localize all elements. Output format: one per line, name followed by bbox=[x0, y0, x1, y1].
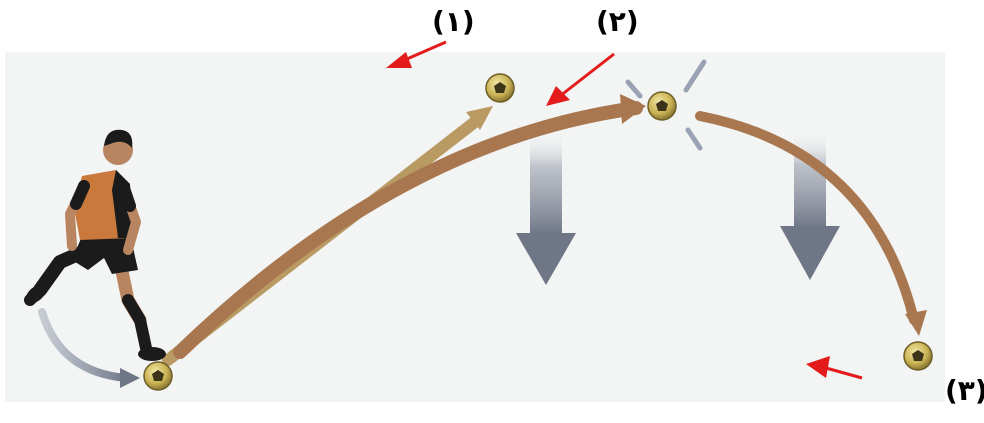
ball-2-icon bbox=[648, 92, 676, 120]
label-3: (٣) bbox=[945, 377, 984, 405]
label-2: (٢) bbox=[596, 8, 639, 36]
ball-1-icon bbox=[486, 74, 514, 102]
ball-start-icon bbox=[144, 362, 172, 390]
label-1: (١) bbox=[432, 8, 475, 36]
ball-3-icon bbox=[904, 342, 932, 370]
